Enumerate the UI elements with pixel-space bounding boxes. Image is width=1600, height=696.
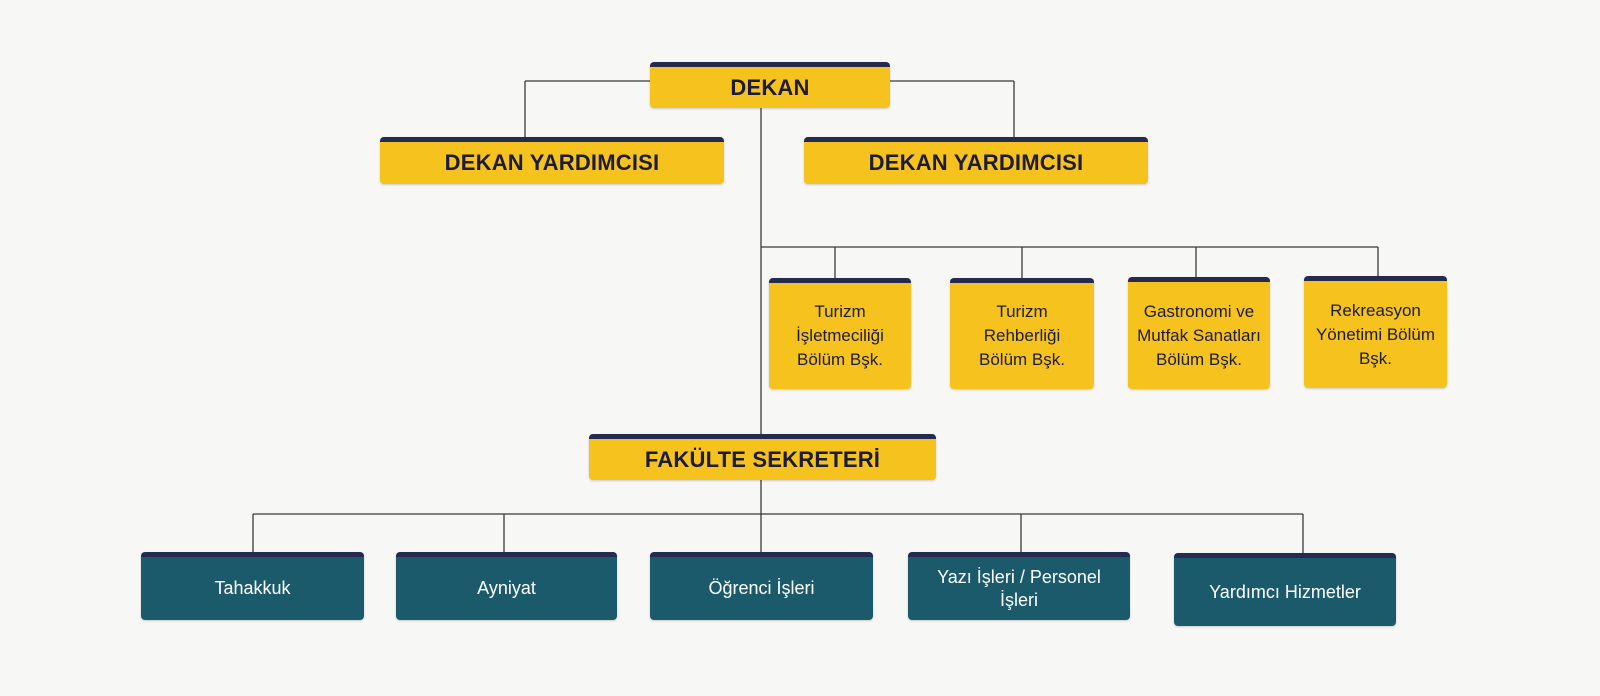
unit-label: Öğrenci İşleri <box>708 578 815 598</box>
department-label: Turizm İşletmeciliği Bölüm Bşk. <box>796 302 884 369</box>
department-box-tourism-guidance: Turizm Rehberliği Bölüm Bşk. <box>950 278 1094 389</box>
unit-label: Tahakkuk <box>214 578 291 598</box>
department-label: Rekreasyon Yönetimi Bölüm Bşk. <box>1315 300 1436 368</box>
vice-dean-label: DEKAN YARDIMCISI <box>444 150 660 175</box>
dean-label: DEKAN <box>730 74 810 100</box>
unit-label: Yardımcı Hizmetler <box>1209 581 1361 602</box>
faculty-secretary-box: FAKÜLTE SEKRETERİ <box>589 434 936 480</box>
department-label: Turizm Rehberliği Bölüm Bşk. <box>979 302 1065 369</box>
department-label: Gastronomi ve Mutfak Sanatları Bölüm Bşk… <box>1137 301 1261 369</box>
vice-dean-label: DEKAN YARDIMCISI <box>868 150 1084 175</box>
vice-dean-box-right: DEKAN YARDIMCISI <box>804 137 1148 184</box>
unit-box-student-affairs: Öğrenci İşleri <box>650 552 873 620</box>
unit-box-support-services: Yardımcı Hizmetler <box>1174 553 1396 626</box>
unit-label: Yazı İşleri / Personel İşleri <box>937 566 1101 610</box>
vice-dean-box-left: DEKAN YARDIMCISI <box>380 137 724 184</box>
department-box-gastronomy: Gastronomi ve Mutfak Sanatları Bölüm Bşk… <box>1128 277 1270 389</box>
department-box-recreation: Rekreasyon Yönetimi Bölüm Bşk. <box>1304 276 1447 388</box>
unit-box-clerical-personnel: Yazı İşleri / Personel İşleri <box>908 552 1130 620</box>
faculty-secretary-label: FAKÜLTE SEKRETERİ <box>644 446 881 472</box>
unit-box-inventory: Ayniyat <box>396 552 617 620</box>
dean-box: DEKAN <box>650 62 890 108</box>
unit-label: Ayniyat <box>477 578 536 598</box>
unit-box-accrual: Tahakkuk <box>141 552 364 620</box>
department-box-tourism-management: Turizm İşletmeciliği Bölüm Bşk. <box>769 278 911 389</box>
